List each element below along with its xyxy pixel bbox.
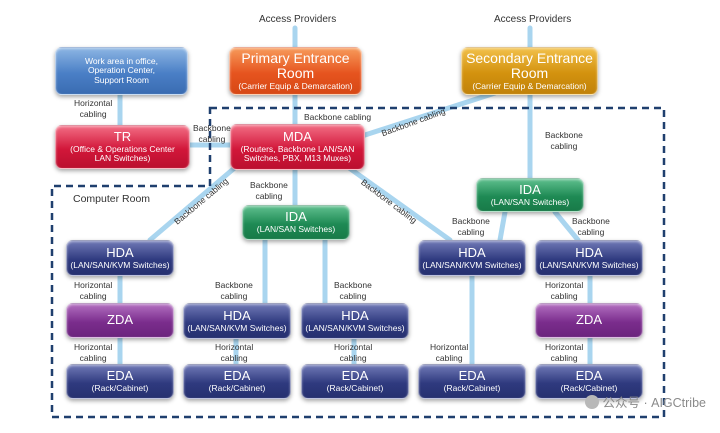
hda-2-sub: (LAN/SAN/KVM Switches): [187, 322, 287, 333]
eda-box-3: EDA (Rack/Cabinet): [301, 364, 409, 399]
eda-3-sub: (Rack/Cabinet): [326, 383, 384, 394]
secondary-entrance-room-box: Secondary Entrance Room (Carrier Equip &…: [461, 47, 598, 95]
hda-3-sub: (LAN/SAN/KVM Switches): [305, 322, 405, 333]
eda-4-title: EDA: [458, 368, 486, 384]
zda-box-1: ZDA: [66, 303, 174, 338]
secondary-entrance-sub: (Carrier Equip & Demarcation): [472, 80, 587, 91]
zda-box-2: ZDA: [535, 303, 643, 338]
hda-1-title: HDA: [106, 244, 134, 260]
ida-right-title: IDA: [519, 181, 541, 197]
hda-4-sub: (LAN/SAN/KVM Switches): [422, 259, 522, 270]
hda-box-2: HDA (LAN/SAN/KVM Switches): [183, 303, 291, 339]
connector-mda-hda1: [147, 162, 241, 243]
tr-box: TR (Office & Operations Center LAN Switc…: [55, 125, 190, 169]
ida-right-box: IDA (LAN/SAN Switches): [476, 178, 584, 212]
wechat-icon: [584, 394, 599, 409]
mda-box: MDA (Routers, Backbone LAN/SAN Switches,…: [230, 124, 365, 170]
work-area-line-3: Support Room: [94, 74, 149, 85]
connector-idar-hda4: [497, 209, 508, 243]
access-providers-label-left: Access Providers: [259, 14, 337, 25]
eda-box-4: EDA (Rack/Cabinet): [418, 364, 526, 399]
hda-2-title: HDA: [223, 307, 251, 323]
hda-1-sub: (LAN/SAN/KVM Switches): [70, 259, 170, 270]
ida-center-sub: (LAN/SAN Switches): [256, 224, 336, 235]
eda-box-1: EDA (Rack/Cabinet): [66, 364, 174, 399]
mda-title: MDA: [283, 129, 312, 145]
hda-box-4: HDA (LAN/SAN/KVM Switches): [418, 240, 526, 276]
ida-center-box: IDA (LAN/SAN Switches): [242, 205, 350, 240]
tr-sub: (Office & Operations Center LAN Switches…: [70, 143, 175, 164]
eda-5-title: EDA: [575, 368, 603, 384]
hda-box-1: HDA (LAN/SAN/KVM Switches): [66, 240, 174, 276]
hda-box-3: HDA (LAN/SAN/KVM Switches): [301, 303, 409, 339]
eda-3-title: EDA: [341, 368, 369, 384]
eda-2-title: EDA: [223, 368, 251, 384]
zda-2-title: ZDA: [576, 312, 602, 328]
secondary-entrance-title: Secondary Entrance Room: [466, 49, 593, 82]
tr-title: TR: [113, 129, 132, 145]
datacenter-boundary: [50, 106, 666, 419]
primary-entrance-title: Primary Entrance Room: [241, 49, 350, 82]
eda-4-sub: (Rack/Cabinet): [443, 383, 501, 394]
watermark-text: 公众号 · AIGCtribe: [602, 396, 707, 410]
primary-entrance-room-box: Primary Entrance Room (Carrier Equip & D…: [229, 47, 362, 95]
access-providers-label-right: Access Providers: [494, 14, 572, 25]
hda-5-sub: (LAN/SAN/KVM Switches): [539, 259, 639, 270]
connector-mda-hda4: [342, 162, 453, 243]
eda-1-title: EDA: [106, 368, 134, 384]
eda-2-sub: (Rack/Cabinet): [208, 383, 266, 394]
mda-sub: (Routers, Backbone LAN/SAN Switches, PBX…: [240, 143, 355, 164]
eda-5-sub: (Rack/Cabinet): [560, 383, 618, 394]
ida-center-title: IDA: [285, 209, 307, 225]
eda-1-sub: (Rack/Cabinet): [91, 383, 149, 394]
eda-box-2: EDA (Rack/Cabinet): [183, 364, 291, 399]
hda-4-title: HDA: [458, 244, 486, 260]
watermark: 公众号 · AIGCtribe: [584, 392, 707, 411]
connector-secondary-mda: [362, 90, 498, 138]
primary-entrance-sub: (Carrier Equip & Demarcation): [238, 80, 353, 91]
hda-3-title: HDA: [341, 307, 369, 323]
hda-5-title: HDA: [575, 244, 603, 260]
computer-room-label: Computer Room: [73, 193, 151, 205]
connector-idar-hda5: [552, 209, 581, 243]
work-area-line-1: Work area in office,: [85, 55, 158, 66]
zda-1-title: ZDA: [107, 312, 133, 328]
work-area-line-2: Operation Center,: [87, 65, 156, 76]
cabling-label-primary-mda: Backbone cabling: [304, 112, 372, 122]
work-area-box: Work area in office, Operation Center, S…: [55, 47, 188, 95]
ida-right-sub: (LAN/SAN Switches): [490, 196, 570, 207]
hda-box-5: HDA (LAN/SAN/KVM Switches): [535, 240, 643, 276]
